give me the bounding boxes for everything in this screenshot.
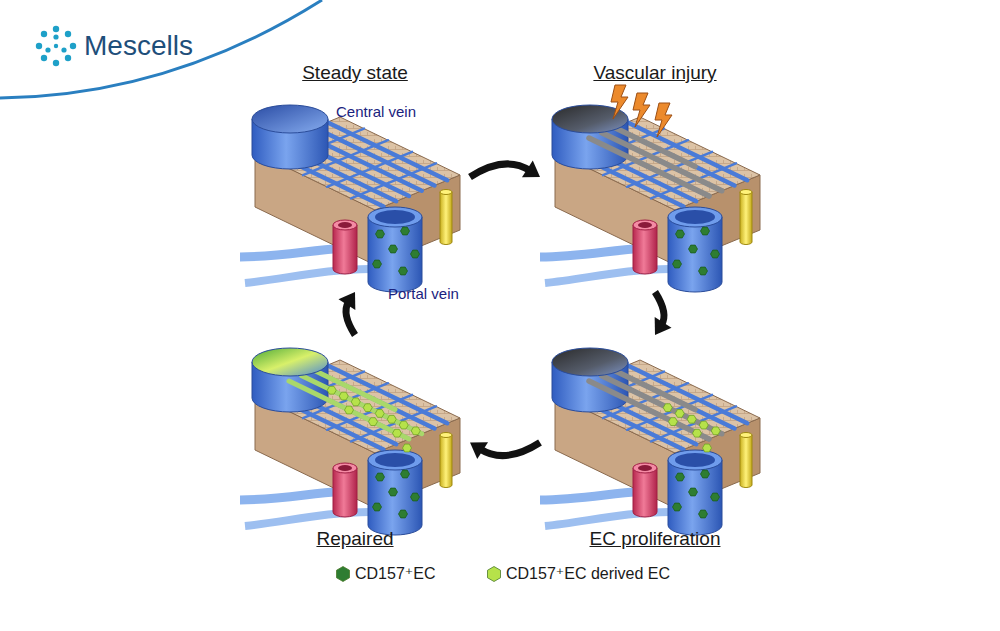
derived-cell (375, 410, 384, 418)
arrow-shaft (655, 292, 664, 325)
derived-cell (339, 392, 348, 400)
panel-node: Steady state (240, 62, 470, 292)
panel-node: Repaired (240, 335, 470, 550)
derived-cell (711, 427, 720, 435)
arrow-shaft (470, 164, 530, 177)
derived-cell (393, 429, 402, 437)
legend-swatch-shape (337, 566, 350, 581)
arrow-head (522, 160, 540, 177)
liver-lobule (540, 360, 760, 535)
derived-cell (327, 386, 336, 394)
panel-repaired (240, 348, 460, 535)
derived-cell (669, 418, 678, 426)
header-swoosh (0, 0, 322, 98)
panel-steady (240, 105, 460, 292)
cycle-arrow (338, 292, 355, 335)
legend-text: CD157⁺EC (355, 564, 435, 583)
panel-node: Vascular injury (540, 62, 770, 292)
arrow-head (470, 442, 488, 459)
injury-bolt (611, 85, 628, 119)
vessel-label: Portal vein (388, 285, 459, 302)
central-vein-lumen (252, 348, 328, 376)
arrow-head (338, 292, 355, 310)
logo-mark (36, 26, 76, 66)
injury-bolt (655, 103, 672, 137)
legend-swatch (487, 566, 501, 582)
central-vein-lumen (252, 105, 328, 133)
brand-name: Mescells (84, 30, 193, 62)
damaged-sinusoids (589, 128, 722, 197)
derived-cell (699, 421, 708, 429)
derived-cell (687, 415, 696, 423)
panel-proliferation (540, 348, 760, 535)
derived-cell (345, 406, 354, 414)
panel-injury (540, 85, 760, 292)
arrow-head (655, 317, 672, 335)
injury-bolt (633, 93, 650, 127)
arrow-shaft (480, 443, 540, 456)
cycle-arrow (655, 292, 672, 335)
derived-cell (411, 427, 420, 435)
repaired-sinusoids (289, 371, 422, 440)
derived-cell (369, 418, 378, 426)
arrow-shaft (346, 302, 355, 335)
panel-title: Steady state (240, 62, 470, 84)
legend-text: CD157⁺EC derived EC (506, 564, 670, 583)
derived-cell (351, 398, 360, 406)
central-vein-lumen (552, 348, 628, 376)
panel-title: Repaired (240, 528, 470, 550)
liver-lobule (240, 117, 460, 292)
legend-swatch-shape (488, 566, 501, 581)
panel-node: EC proliferation (540, 335, 770, 550)
derived-cell (403, 444, 412, 452)
liver-lobule (540, 117, 760, 292)
derived-cell (399, 421, 408, 429)
damaged-sinusoids (589, 371, 722, 440)
liver-lobule (240, 360, 460, 535)
derived-cell (703, 444, 712, 452)
panel-title: Vascular injury (540, 62, 770, 84)
cycle-arrow (470, 160, 540, 177)
legend-item: CD157⁺EC (336, 564, 435, 583)
panel-title: EC proliferation (540, 528, 770, 550)
derived-cell (387, 415, 396, 423)
legend-item: CD157⁺EC derived EC (487, 564, 670, 583)
vessel-label: Central vein (336, 103, 416, 120)
derived-cell (675, 410, 684, 418)
derived-cell (693, 429, 702, 437)
legend-swatch (336, 566, 350, 582)
cycle-arrow (470, 442, 540, 459)
derived-cell (363, 404, 372, 412)
derived-cell (663, 404, 672, 412)
